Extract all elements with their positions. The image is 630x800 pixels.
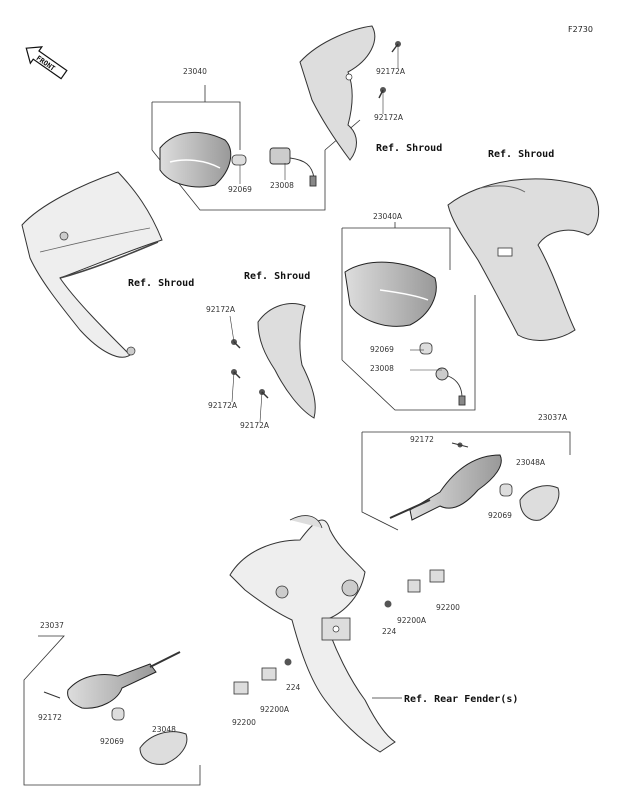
label-23048: 23048 [152,725,176,734]
rear-left-group [23,635,201,786]
ref-shroud-mid: Ref. Shroud [244,271,310,282]
label-92069-a: 92069 [228,185,252,194]
label-23037A: 23037A [538,413,568,422]
label-92200-a: 92200 [436,603,460,612]
bracket-icon [233,667,277,695]
front-left-lamp [159,131,232,188]
label-92172A-a: 92172A [376,67,406,76]
nut-icon [284,658,292,666]
label-92172A-d: 92172A [208,401,238,410]
nut-icon [384,600,392,608]
ref-shroud-top: Ref. Shroud [376,143,442,154]
screw-icon [43,691,61,699]
label-224-b: 224 [286,683,301,692]
label-23040: 23040 [183,67,207,76]
leader-lines [229,44,442,423]
label-92200A-a: 92200A [397,616,427,625]
rear-right-group [361,431,571,531]
label-92069-d: 92069 [100,737,124,746]
rear-right-signal [389,454,502,521]
screw-icon [231,339,241,349]
label-23037: 23037 [40,621,64,630]
bulb-icon [419,342,433,355]
label-92069-b: 92069 [370,345,394,354]
front-arrow-icon: FRONT [25,46,68,80]
label-92172-a: 92172 [410,435,434,444]
lens-right [519,485,560,521]
lens-left [139,731,188,765]
front-right-lamp [344,261,437,327]
screw-icon [231,369,241,379]
socket-icon [435,367,466,406]
label-92069-c: 92069 [488,511,512,520]
screw-icon [259,389,269,399]
front-right-group [341,222,476,411]
bracket-icon [407,569,445,593]
right-shroud-panel [447,178,600,341]
top-shroud-bracket [299,25,376,161]
bulb-icon [231,154,247,166]
label-23008-b: 23008 [370,364,394,373]
left-shroud-panel [21,171,163,358]
label-224-a: 224 [382,627,397,636]
label-92200A-b: 92200A [260,705,290,714]
label-92172A-c: 92172A [206,305,236,314]
label-23048A: 23048A [516,458,546,467]
ref-shroud-right: Ref. Shroud [488,149,554,160]
label-92172A-b: 92172A [374,113,404,122]
label-92200-b: 92200 [232,718,256,727]
label-23008-a: 23008 [270,181,294,190]
bulb-icon [111,707,125,721]
socket-icon [269,147,317,187]
rear-left-signal [67,651,181,709]
bulb-icon [499,483,513,497]
mid-shroud-bracket [257,303,316,419]
label-23040A: 23040A [373,212,403,221]
ref-rear-fender: Ref. Rear Fender(s) [404,694,518,705]
screw-icon [391,41,401,53]
ref-shroud-left: Ref. Shroud [128,278,194,289]
screw-icon [378,87,386,99]
label-92172A-e: 92172A [240,421,270,430]
label-92172-b: 92172 [38,713,62,722]
figure-code: F2730 [568,25,593,34]
screw-icon [451,442,469,448]
